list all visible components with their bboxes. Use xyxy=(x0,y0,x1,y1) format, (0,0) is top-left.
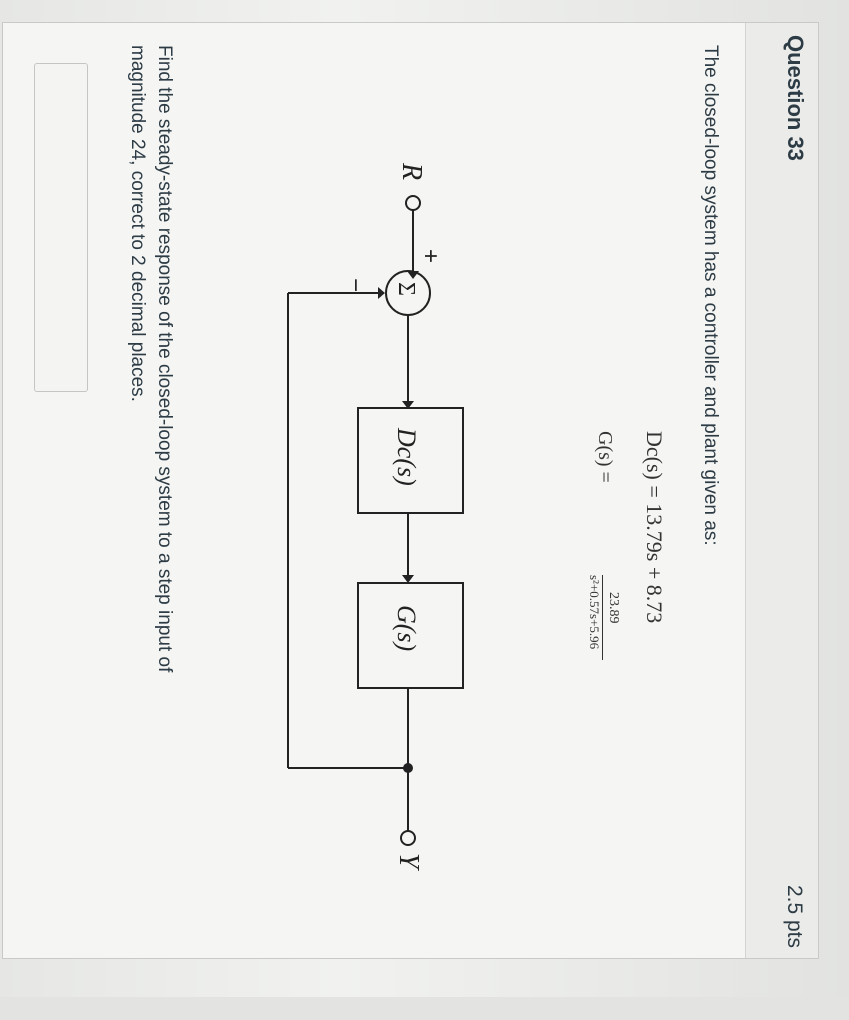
block-diagram: R Y Σ + − Dc(s) G(s) xyxy=(287,162,464,872)
branch-point xyxy=(403,763,413,773)
answer-input[interactable] xyxy=(34,63,88,392)
plant-block xyxy=(357,582,464,689)
screen-background: Question 33 2.5 pts The closed-loop syst… xyxy=(0,0,849,997)
question-prompt: Find the steady-state response of the cl… xyxy=(124,45,178,975)
prompt-line-2: magnitude 24, correct to 2 decimal place… xyxy=(127,45,148,402)
output-node xyxy=(400,830,416,846)
plant-label: G(s) xyxy=(392,605,421,651)
sum-symbol: Σ xyxy=(393,282,419,296)
rotated-content: Question 33 2.5 pts The closed-loop syst… xyxy=(2,22,819,959)
output-label: Y xyxy=(393,853,424,872)
controller-label: Dc(s) xyxy=(392,427,421,486)
minus-sign: − xyxy=(342,278,369,292)
question-card: Question 33 2.5 pts The closed-loop syst… xyxy=(2,22,819,959)
prompt-line-1: Find the steady-state response of the cl… xyxy=(154,45,175,673)
input-node xyxy=(405,195,421,211)
input-label: R xyxy=(396,162,427,180)
controller-block xyxy=(357,407,464,514)
plus-sign: + xyxy=(417,249,444,263)
